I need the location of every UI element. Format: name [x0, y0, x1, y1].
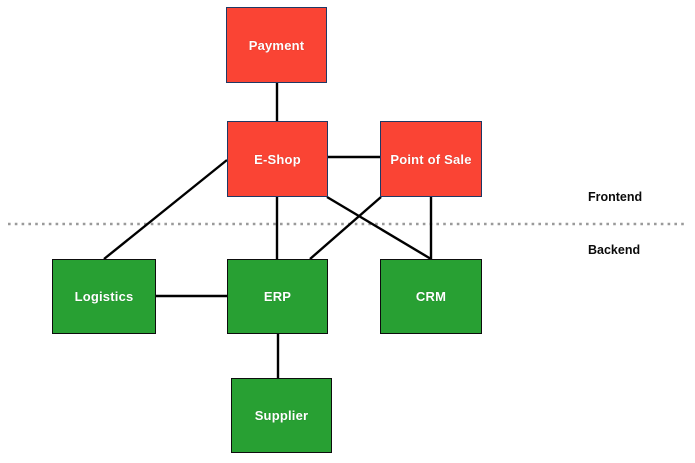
node-label-pos: Point of Sale [390, 151, 472, 167]
node-label-payment: Payment [248, 37, 305, 53]
node-label-crm: CRM [415, 289, 447, 304]
node-label-logistics: Logistics [74, 289, 134, 304]
node-label-supplier: Supplier [254, 408, 309, 423]
edge-eshop-crm [326, 195, 432, 261]
node-logistics[interactable]: Logistics [52, 259, 156, 334]
frontend-label: Frontend [588, 190, 643, 204]
node-payment[interactable]: Payment [226, 7, 327, 83]
node-supplier[interactable]: Supplier [231, 378, 332, 453]
node-eshop[interactable]: E-Shop [227, 121, 328, 197]
node-label-eshop: E-Shop [254, 151, 301, 167]
node-label-erp: ERP [263, 289, 292, 304]
edge-pos-erp [309, 196, 382, 260]
backend-label: Backend [588, 243, 641, 257]
node-erp[interactable]: ERP [227, 259, 328, 334]
node-crm[interactable]: CRM [380, 259, 482, 334]
edge-eshop-logistics [103, 159, 228, 260]
node-pos[interactable]: Point of Sale [380, 121, 482, 197]
